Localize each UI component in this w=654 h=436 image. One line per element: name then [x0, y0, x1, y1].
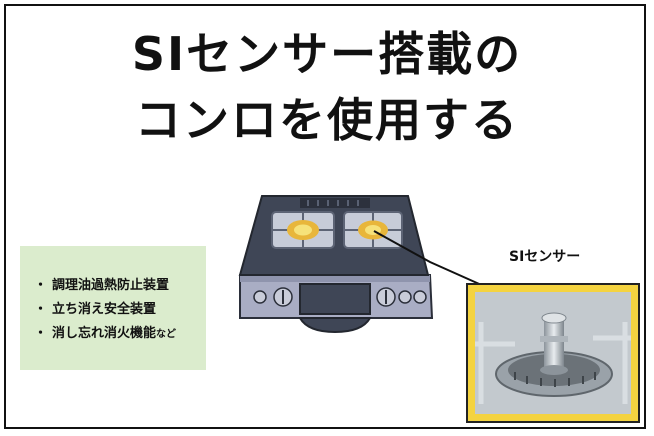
title-line-2: コンロを使用する [135, 93, 519, 147]
feature-item: ・調理油過熱防止装置 [34, 278, 170, 293]
feature-list: ・調理油過熱防止装置 ・立ち消え安全装置 ・消し忘れ消火機能など [34, 274, 206, 346]
title-line-1: SIセンサー搭載の [131, 27, 523, 81]
si-sensor-label: SIセンサー [509, 249, 581, 265]
feature-item: ・消し忘れ消火機能など [34, 326, 177, 341]
feature-list-box: ・調理油過熱防止装置 ・立ち消え安全装置 ・消し忘れ消火機能など [20, 246, 206, 370]
si-sensor-photo [475, 292, 631, 414]
feature-item: ・立ち消え安全装置 [34, 302, 157, 317]
si-sensor-closeup [466, 283, 640, 423]
